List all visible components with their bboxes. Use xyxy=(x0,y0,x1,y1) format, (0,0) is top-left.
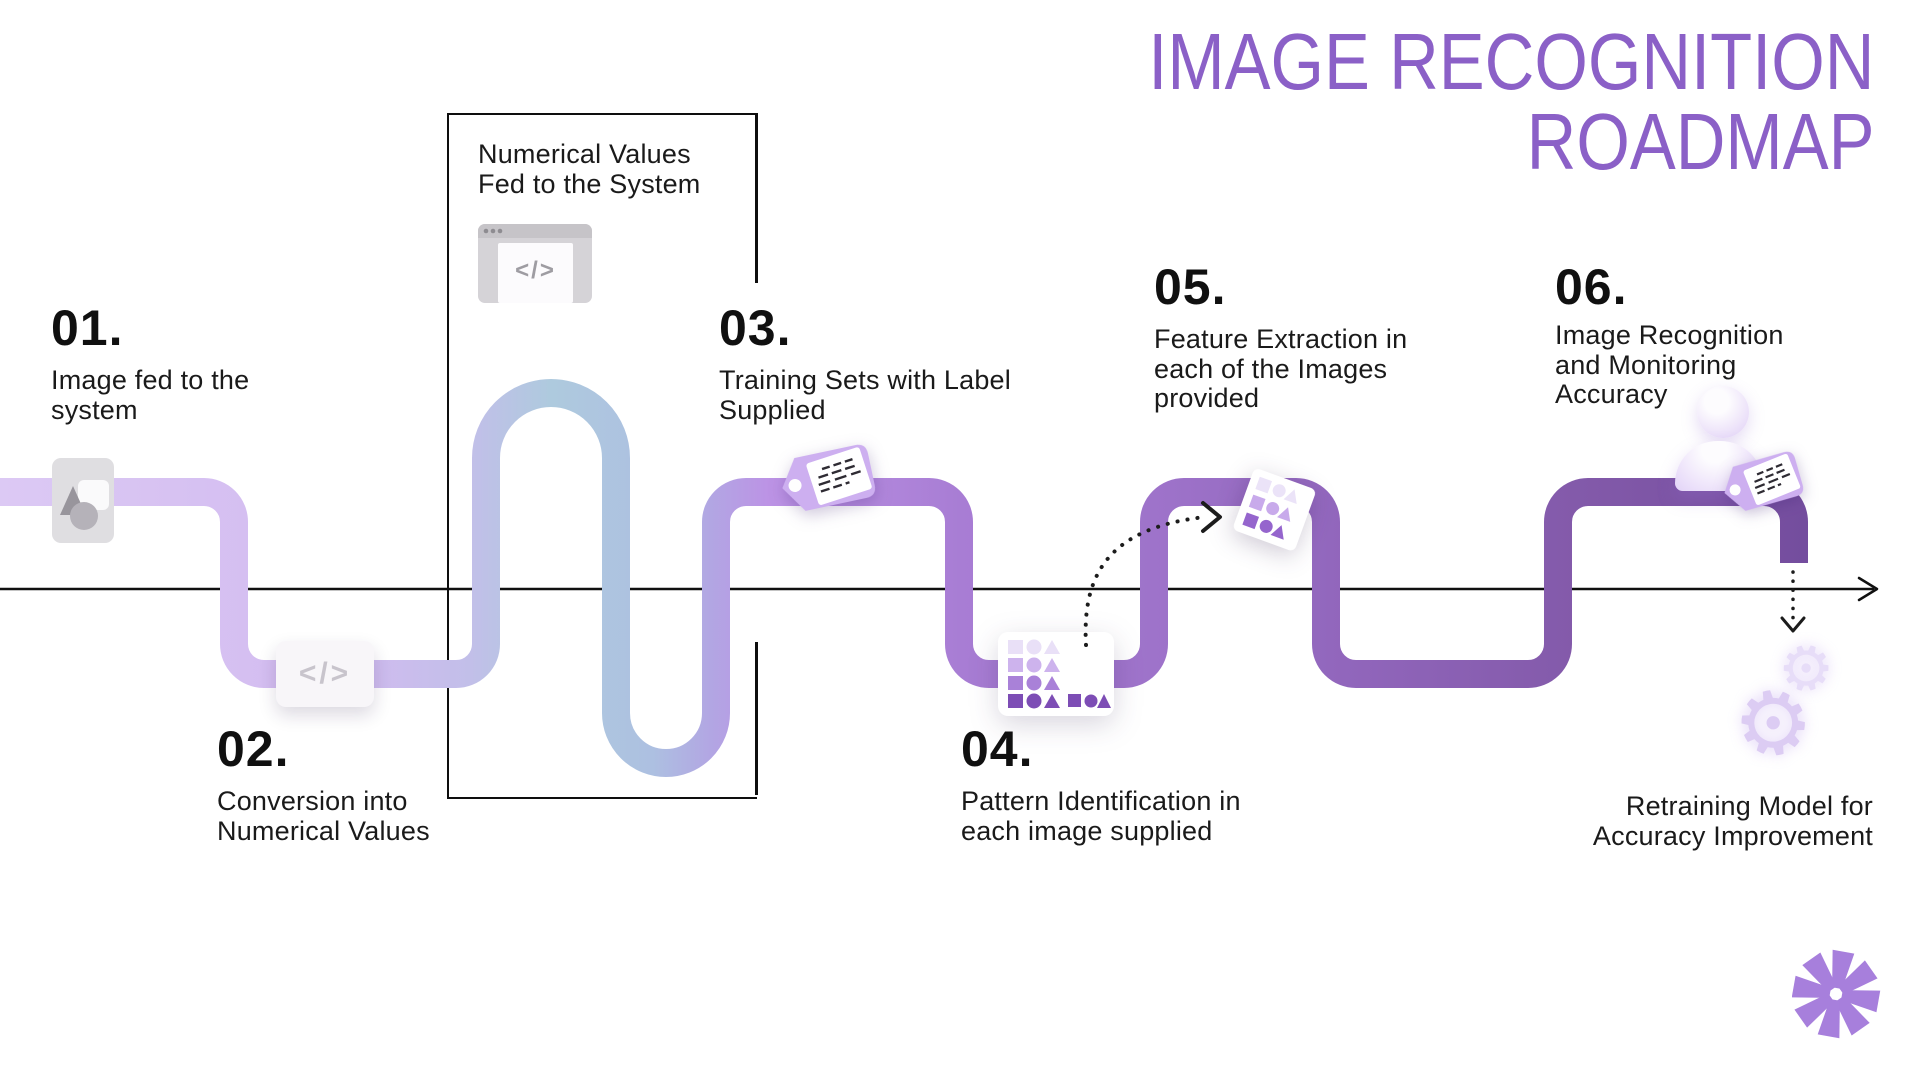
browser-window-icon xyxy=(478,224,592,303)
step-05: 05. Feature Extraction in each of the Im… xyxy=(1154,262,1407,414)
code-glyph: </> xyxy=(298,657,352,690)
label-tag-icon xyxy=(782,444,876,511)
dotted-curve-arrowhead xyxy=(1201,501,1222,533)
step-03-number: 03. xyxy=(719,300,792,356)
page-title-line2: ROADMAP xyxy=(1526,97,1874,186)
pattern-grid-icon xyxy=(998,632,1114,716)
step-02: 02. Conversion into Numerical Values xyxy=(217,724,430,846)
step-02-label: Conversion into Numerical Values xyxy=(217,786,430,846)
code-card-icon: </> xyxy=(276,641,374,707)
dotted-down-arrowhead xyxy=(1780,616,1806,633)
step-02-number: 02. xyxy=(217,721,290,777)
annotation-box-right-bottom xyxy=(755,642,758,795)
step-06-number: 06. xyxy=(1555,259,1628,315)
page-title-line1: IMAGE RECOGNITION xyxy=(1147,17,1874,106)
step-05-number: 05. xyxy=(1154,259,1227,315)
step-01-number: 01. xyxy=(51,300,124,356)
annotation-box-right-top xyxy=(755,113,758,283)
annotation-box-title: Numerical Values Fed to the System xyxy=(478,139,701,199)
step-04: 04. Pattern Identification in each image… xyxy=(961,724,1241,846)
step-04-number: 04. xyxy=(961,721,1034,777)
axis-arrowhead xyxy=(1857,576,1879,602)
browser-code-glyph: </> xyxy=(515,257,556,284)
features-card-icon xyxy=(1233,469,1316,551)
person-icon-head xyxy=(1697,386,1749,438)
step-01: 01. Image fed to the system xyxy=(51,303,249,425)
image-photo-icon xyxy=(52,458,114,543)
asterisk-icon xyxy=(1792,949,1881,1039)
step-01-label: Image fed to the system xyxy=(51,365,250,425)
dotted-curve-arrow xyxy=(1083,515,1207,647)
step-06: 06. Image Recognition and Monitoring Acc… xyxy=(1555,262,1784,410)
step-06-label: Image Recognition and Monitoring Accurac… xyxy=(1555,320,1784,410)
page-title: IMAGE RECOGNITION ROADMAP xyxy=(1148,22,1874,182)
step-05-label: Feature Extraction in each of the Images… xyxy=(1154,324,1408,414)
step-03-label: Training Sets with Label Supplied xyxy=(719,365,1011,425)
monitoring-tag-icon xyxy=(1724,451,1804,511)
step-04-label: Pattern Identification in each image sup… xyxy=(961,786,1241,846)
annotation-box xyxy=(447,113,757,799)
step-03: 03. Training Sets with Label Supplied xyxy=(719,303,1011,425)
retraining-note: Retraining Model for Accuracy Improvemen… xyxy=(1592,791,1873,851)
